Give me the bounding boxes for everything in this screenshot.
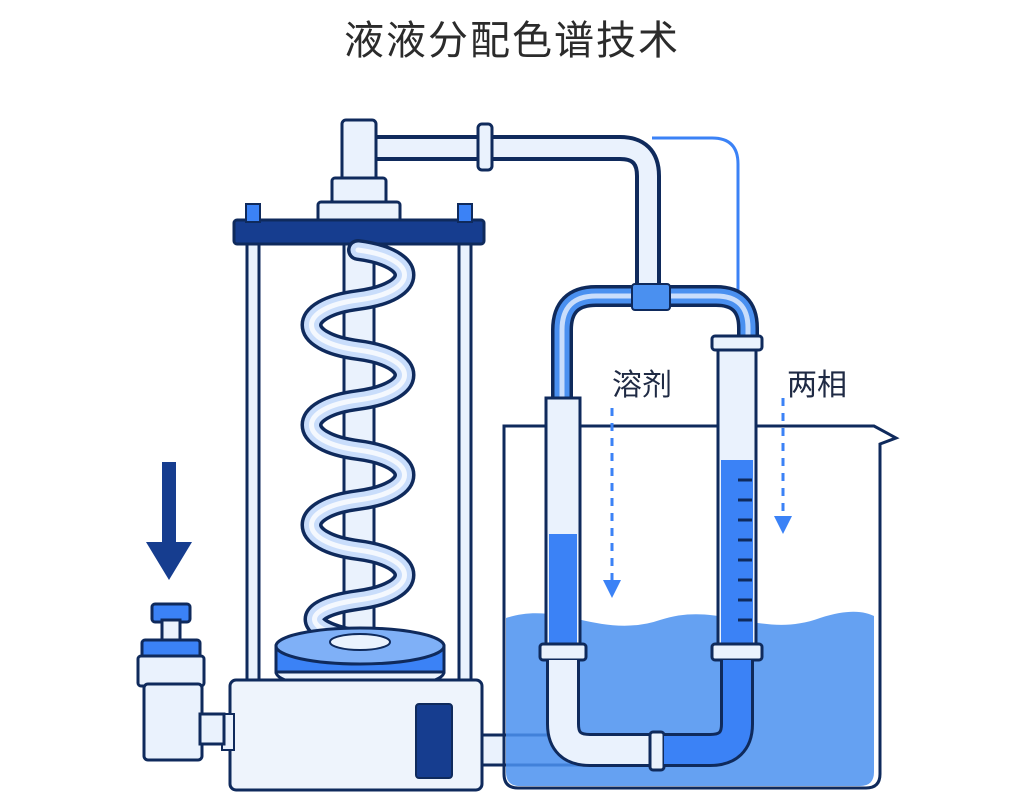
diagram-title: 液液分配色谱技术 [344, 18, 680, 64]
solvent-tube [538, 396, 666, 772]
thin-feed-line [652, 136, 740, 300]
solvent-label: 溶剂 [612, 368, 672, 403]
control-panel [415, 703, 453, 779]
two-phases-label: 两相 [787, 368, 847, 403]
upper-u-tube [551, 283, 759, 400]
pipe-coupling [476, 122, 494, 172]
phases-dashed-arrow-icon [774, 398, 792, 534]
base-housing [221, 678, 484, 792]
flow-down-arrow-icon [146, 462, 192, 580]
support-rod-right [457, 242, 473, 686]
inlet-valve[interactable] [136, 602, 226, 762]
helical-coil [300, 239, 416, 651]
graduated-tube [664, 334, 764, 767]
support-rod-left [245, 242, 261, 686]
solvent-dashed-arrow-icon [603, 408, 621, 598]
top-pipe [360, 122, 661, 300]
